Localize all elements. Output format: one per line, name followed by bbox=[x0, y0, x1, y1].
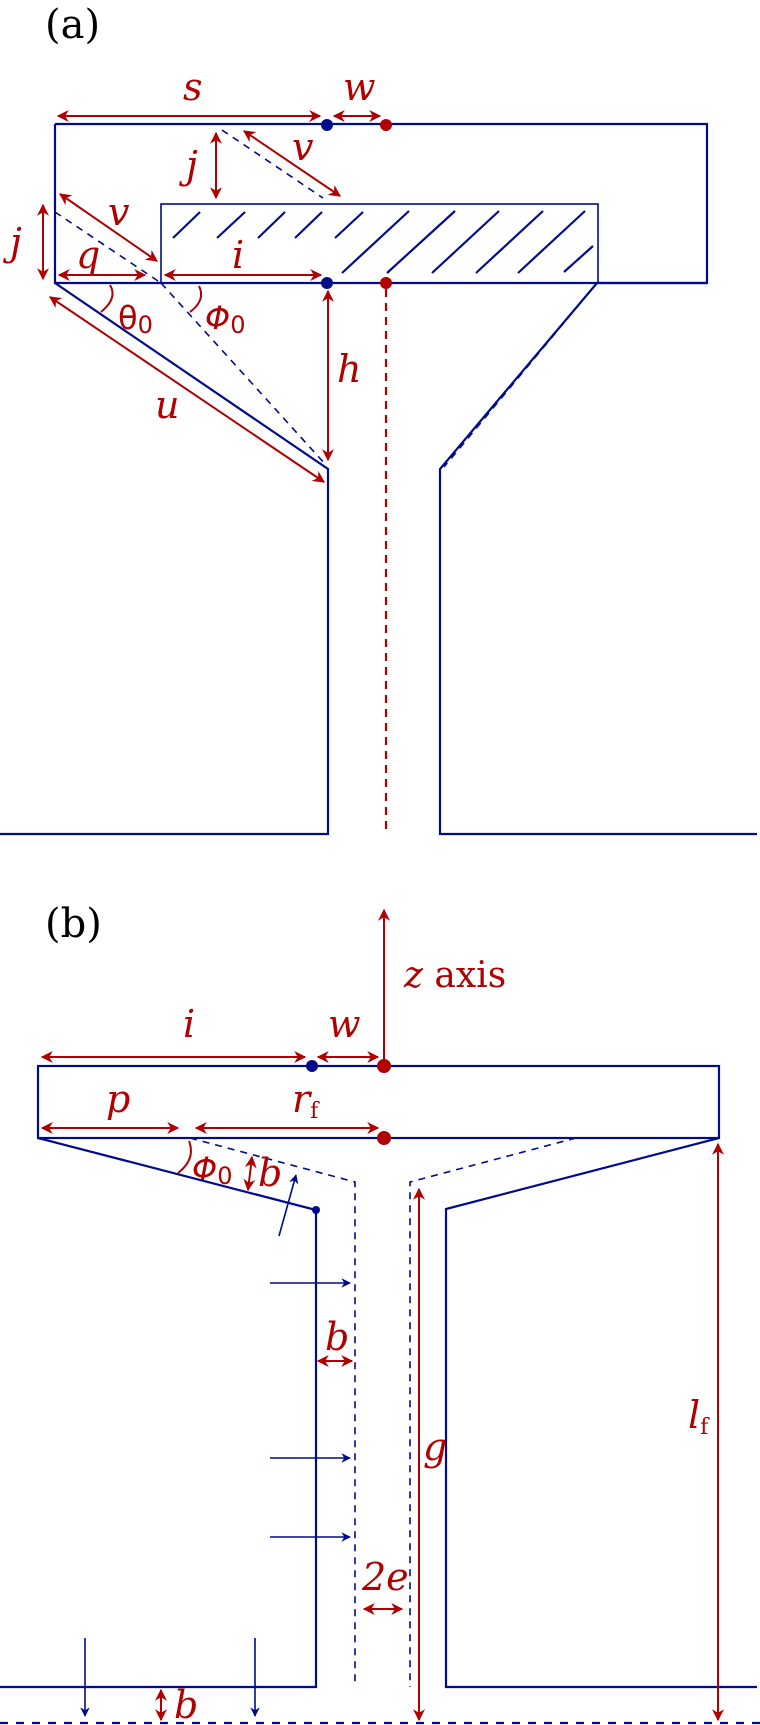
label-j-left: j bbox=[3, 220, 22, 264]
label-u: u bbox=[155, 383, 179, 427]
label-i-b: i bbox=[183, 1002, 195, 1046]
label-h: h bbox=[337, 347, 361, 391]
label-w-b: w bbox=[328, 1002, 361, 1046]
dimension-arrows-b bbox=[40, 1051, 724, 1722]
label-phi: Φ0 bbox=[205, 299, 245, 339]
label-b-slope: b bbox=[258, 1151, 282, 1195]
label-b-bottom: b bbox=[174, 1683, 198, 1725]
label-i: i bbox=[232, 233, 244, 277]
point-blue-top bbox=[321, 119, 333, 131]
label-w: w bbox=[343, 65, 376, 109]
point-red-top-b bbox=[377, 1059, 391, 1073]
label-phi-b: Φ0 bbox=[192, 1150, 232, 1190]
label-g: g bbox=[423, 1425, 447, 1469]
label-s: s bbox=[183, 65, 203, 109]
point-blue-corner-b bbox=[312, 1206, 320, 1214]
label-j-top: j bbox=[179, 143, 198, 187]
point-red-bottom bbox=[380, 277, 392, 289]
label-q: q bbox=[76, 233, 100, 277]
label-v-left: v bbox=[108, 190, 130, 234]
dimension-arrows-a bbox=[37, 110, 382, 483]
panel-a-label: (a) bbox=[45, 2, 100, 48]
point-blue-top-b bbox=[306, 1060, 318, 1072]
label-b-wall: b bbox=[325, 1315, 349, 1359]
hatch-lines bbox=[172, 210, 594, 274]
label-2e: 2e bbox=[361, 1555, 409, 1599]
label-p: p bbox=[106, 1077, 130, 1121]
label-theta: θ0 bbox=[118, 299, 153, 339]
label-l-f: lf bbox=[688, 1393, 710, 1440]
panel-b: (b) z axis bbox=[0, 901, 760, 1725]
label-r-f: rf bbox=[292, 1077, 320, 1124]
point-red-bottom-b bbox=[377, 1131, 391, 1145]
point-blue-bottom bbox=[321, 277, 333, 289]
panel-b-label: (b) bbox=[45, 901, 102, 947]
z-axis-label: z axis bbox=[403, 955, 506, 996]
label-v-top: v bbox=[292, 125, 314, 169]
point-red-top bbox=[380, 119, 392, 131]
panel-a: (a) bbox=[0, 2, 757, 836]
panel-b-geometry bbox=[0, 1064, 760, 1725]
